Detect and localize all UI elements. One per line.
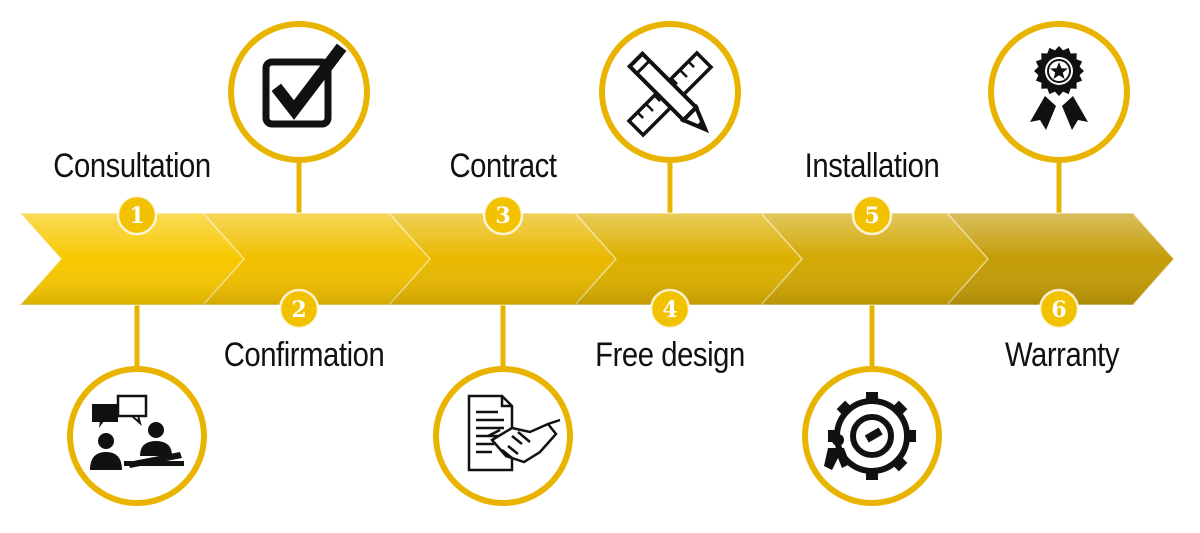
step-number-2: 2 — [291, 297, 306, 323]
award-ribbon-icon — [1030, 46, 1088, 130]
pencil-ruler-icon — [626, 50, 714, 138]
step-number-5: 5 — [864, 203, 879, 229]
step-label-3: Contract — [449, 147, 557, 185]
step-number-4: 4 — [662, 297, 677, 323]
connectors — [134, 163, 1062, 368]
step-badge-1: 1 — [116, 194, 158, 236]
checkbox-icon — [262, 43, 347, 128]
step-badge-2: 2 — [278, 288, 320, 330]
chevron-shine — [20, 213, 1174, 305]
step-label-5: Installation — [804, 147, 940, 185]
step-badge-6: 6 — [1038, 288, 1080, 330]
icon-ring-1 — [67, 366, 207, 506]
meeting-icon — [90, 394, 184, 470]
step-label-4: Free design — [595, 336, 745, 374]
chevrons — [18, 212, 1176, 306]
gear-worker-icon — [824, 392, 916, 480]
step-badge-4: 4 — [649, 288, 691, 330]
step-label-1: Consultation — [53, 147, 211, 185]
step-number-1: 1 — [129, 203, 144, 229]
step-badge-3: 3 — [482, 194, 524, 236]
contract-handshake-icon — [467, 394, 561, 472]
badges: 1 2 3 4 5 6 — [116, 194, 1080, 330]
step-badge-5: 5 — [851, 194, 893, 236]
step-number-6: 6 — [1051, 297, 1066, 323]
step-number-3: 3 — [495, 203, 510, 229]
icon-ring-2 — [228, 21, 370, 163]
step-label-6: Warranty — [1004, 336, 1120, 374]
step-label-2: Confirmation — [223, 336, 385, 374]
